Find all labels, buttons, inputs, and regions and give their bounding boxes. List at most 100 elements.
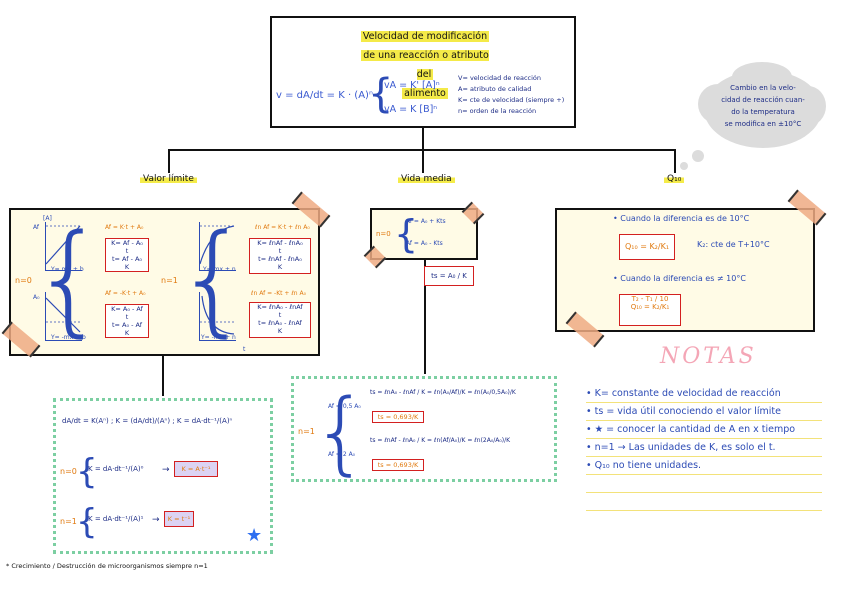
vl-box-n1-up2-num: t= ℓnAf - ℓnA₀	[258, 255, 302, 263]
vl-box-n1-up-num: K= ℓnAf - ℓnA₀	[257, 239, 303, 247]
valor-limite-panel: n=0 { [A] Af Y= mx + b Af = K·t + A₀ K= …	[9, 208, 320, 356]
connector-mid-down-2	[424, 286, 426, 374]
vl-box-n0-up2-den: K	[124, 263, 130, 271]
ruled-line	[586, 510, 822, 511]
note-item: • Q₁₀ no tiene unidades.	[586, 460, 702, 471]
vm-ts-box: ts = A₀ / K	[424, 266, 474, 286]
legend-k: K= cte de velocidad (siempre +)	[458, 96, 565, 104]
vl-box-n0-down2-den: K	[124, 329, 130, 337]
deriv-n1: n=1	[60, 517, 77, 526]
graph-label-d: Y= -mx + n	[201, 334, 236, 341]
vl-box-n1-down-den: t	[278, 311, 282, 319]
hl-af-2-eq: ts = ℓnAf - ℓnA₀ / K = ℓn(Af/A₀)/K = ℓn(…	[370, 437, 511, 444]
ruled-line	[586, 474, 822, 475]
deriv-n0-eq: K = dA·dt⁻¹/(A)⁰	[88, 465, 144, 473]
vl-n1-label: n=1	[161, 276, 178, 285]
branch-q10: Q₁₀	[664, 174, 685, 184]
vl-box-n0-up-den: t	[125, 247, 129, 255]
deriv-n0-result: K = A·t⁻¹	[174, 461, 218, 477]
deriv-n0: n=0	[60, 467, 77, 476]
title-text: Velocidad de modificación de una reacció…	[352, 24, 498, 100]
vl-n0-label: n=0	[15, 276, 32, 285]
vl-box-n1-down2-num: t= ℓnA₀ - ℓnAf	[258, 319, 302, 327]
vl-box-n1-up-den: t	[278, 247, 282, 255]
ruled-line	[586, 402, 822, 403]
connector-right	[674, 149, 676, 173]
legend-v: V= velocidad de reacción	[458, 74, 542, 82]
deriv-n1-brace-icon: {	[76, 502, 98, 542]
vl-box-n1-down: K= ℓnA₀ - ℓnAf t t= ℓnA₀ - ℓnAf K	[249, 302, 311, 338]
q10-formula-2: Q₁₀ = K₂/K₁	[630, 303, 670, 311]
eq-va-b: vA = K [B]ⁿ	[384, 104, 438, 115]
vida-media-panel: n=0 { Af = A₀ + Kts Af = A₀ - Kts	[370, 208, 478, 260]
cloud-line-2: cidad de reacción cuan-	[721, 96, 805, 104]
q10-k2-note: K₂: cte de T+10°C	[697, 240, 770, 249]
hl-af-2: Af = 2 A₀	[328, 451, 356, 458]
note-item: • n=1 → Las unidades de K, es solo el t.	[586, 442, 776, 453]
graph-n0-up	[45, 222, 82, 271]
vl-box-n0-down-num: K= A₀ - Af	[111, 305, 143, 313]
connector-middle	[422, 149, 424, 173]
branch-vida-media: Vida media	[398, 174, 455, 184]
connector-left-down	[162, 356, 164, 396]
cloud-line-3: do la temperatura	[731, 108, 795, 116]
ruled-line	[586, 456, 822, 457]
vl-box-n0-down2-num: t= A₀ - Af	[111, 321, 143, 329]
note-item: • K= constante de velocidad de reacción	[586, 388, 781, 399]
vl-n1-brace-icon: {	[175, 210, 252, 349]
derivation-panel: dA/dt = K(Aⁿ) ; K = (dA/dt)/(Aⁿ) ; K = d…	[53, 398, 273, 554]
graph-n1-down	[199, 292, 236, 341]
graph-n1-up	[199, 222, 236, 271]
hl-n1: n=1	[298, 427, 315, 436]
q10-bullet-1: • Cuando la diferencia es de 10°C	[613, 214, 750, 223]
half-life-panel: n=1 { Af = 0,5 A₀ ts = ℓnA₀ - ℓnAf / K =…	[291, 376, 557, 485]
deriv-n1-result: K = t⁻¹	[164, 511, 194, 527]
hl-brace-icon: {	[312, 380, 370, 485]
vl-box-n1-down2-den: K	[277, 327, 283, 335]
notas-title: NOTAS	[660, 344, 757, 369]
vl-eq-n1-down: ℓn Af = -Kt + ℓn A₀	[251, 290, 307, 297]
ruled-line	[586, 438, 822, 439]
cloud-line-1: Cambio en la velo-	[730, 84, 796, 92]
graph-n0-down	[45, 292, 82, 341]
axis-af-1: Af	[33, 224, 40, 231]
arrow-icon: →	[162, 465, 170, 475]
q10-formula-2-box: T₂ - T₁ / 10 Q₁₀ = K₂/K₁	[619, 294, 681, 326]
legend-a: A= atributo de calidad	[458, 85, 532, 93]
star-icon: ★	[246, 525, 263, 546]
cloud-line-4: se modifica en ±10°C	[724, 120, 802, 128]
note-item: • ★ = conocer la cantidad de A en x tiem…	[586, 424, 796, 435]
vl-box-n0-up-num: K= Af - A₀	[111, 239, 143, 247]
vm-n0-label: n=0	[376, 230, 391, 238]
main-equation: v = dA/dt = K · (A)ⁿ	[276, 90, 373, 101]
vl-eq-n0-up: Af = K·t + A₀	[105, 224, 144, 231]
vl-box-n0-up2-num: t= Af - A₀	[111, 255, 143, 263]
legend-n: n= orden de la reacción	[458, 107, 537, 115]
title-line-3: alimento	[402, 88, 448, 99]
vl-eq-n1-up: ℓn Af = K·t + ℓn A₀	[255, 224, 310, 231]
graph-label-c: Y= mx + n	[203, 266, 236, 273]
axis-a0-2: A₀	[33, 294, 40, 301]
graph-label-b: Y= -mx + b	[51, 334, 86, 341]
deriv-line-1: dA/dt = K(Aⁿ) ; K = (dA/dt)/(Aⁿ) ; K = d…	[62, 417, 233, 425]
connector-main	[422, 128, 424, 150]
vl-box-n1-down-num: K= ℓnA₀ - ℓnAf	[257, 303, 303, 311]
ruled-line	[586, 420, 822, 421]
arrow-icon: →	[152, 515, 160, 525]
footnote: * Crecimiento / Destrucción de microorga…	[6, 562, 208, 570]
title-line-1: Velocidad de modificación	[360, 31, 490, 42]
eq-va-a: vA = K' [A]ⁿ	[384, 80, 440, 91]
vl-box-n1-up: K= ℓnAf - ℓnA₀ t t= ℓnAf - ℓnA₀ K	[249, 238, 311, 274]
connector-mid-down	[424, 260, 426, 268]
deriv-n1-eq: K = dA·dt⁻¹/(A)¹	[88, 515, 144, 523]
q10-bullet-2: • Cuando la diferencia es ≠ 10°C	[613, 274, 746, 283]
vl-box-n0-up: K= Af - A₀ t t= Af - A₀ K	[105, 238, 149, 272]
hl-af-05-eq: ts = ℓnA₀ - ℓnAf / K = ℓn(A₀/Af)/K = ℓn(…	[370, 389, 516, 396]
deriv-n0-brace-icon: {	[76, 452, 98, 492]
brace-icon: {	[368, 71, 394, 117]
branch-valor-limite: Valor límite	[140, 174, 197, 184]
vl-box-n0-down: K= A₀ - Af t t= A₀ - Af K	[105, 304, 149, 338]
vl-eq-n0-down: Af = -K·t + A₀	[105, 290, 146, 297]
vm-brace-icon: {	[394, 212, 419, 256]
connector-left	[168, 149, 170, 173]
